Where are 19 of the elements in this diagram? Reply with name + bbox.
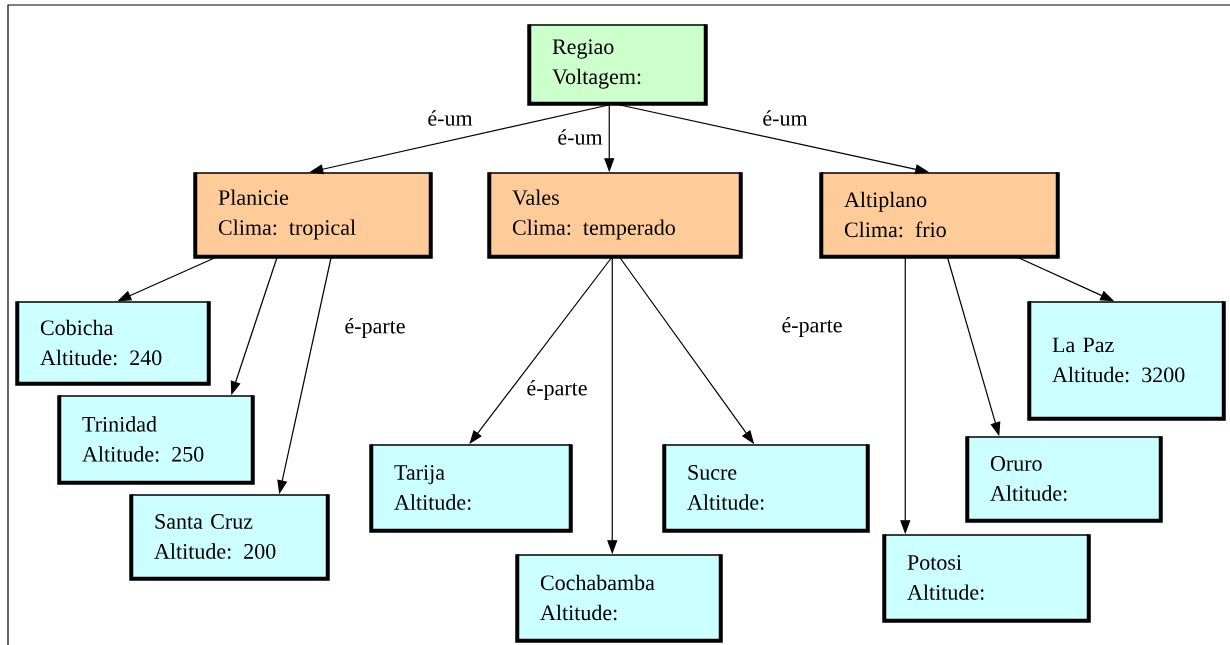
box: Trinidad Altitude: 250 — [57, 395, 255, 485]
box: Potosi Altitude: — [882, 534, 1091, 623]
edge-label: é-um — [556, 128, 604, 146]
class-box: Regiao Voltagem: — [527, 24, 708, 106]
box: La Paz Altitude: 3200 — [1027, 301, 1226, 421]
edge-label: é-parte — [525, 379, 589, 401]
box: Cochabamba Altitude: — [515, 554, 723, 643]
box: Altiplano Clima: frio — [819, 172, 1060, 259]
edge-label: é-parte — [343, 317, 407, 339]
edge-label: é-parte — [780, 316, 844, 338]
box: Sucre Altitude: — [662, 444, 870, 533]
edge-label: é-um — [426, 109, 474, 127]
box: Vales Clima: temperado — [487, 172, 743, 259]
box: Tarija Altitude: — [369, 444, 573, 533]
box: Cobicha Altitude: 240 — [15, 301, 211, 386]
box: Planicie Clima: tropical — [193, 172, 433, 259]
box: Oruro Altitude: — [965, 436, 1163, 523]
box: Santa Cruz Altitude: 200 — [129, 494, 330, 581]
edge-label: é-um — [761, 109, 809, 127]
